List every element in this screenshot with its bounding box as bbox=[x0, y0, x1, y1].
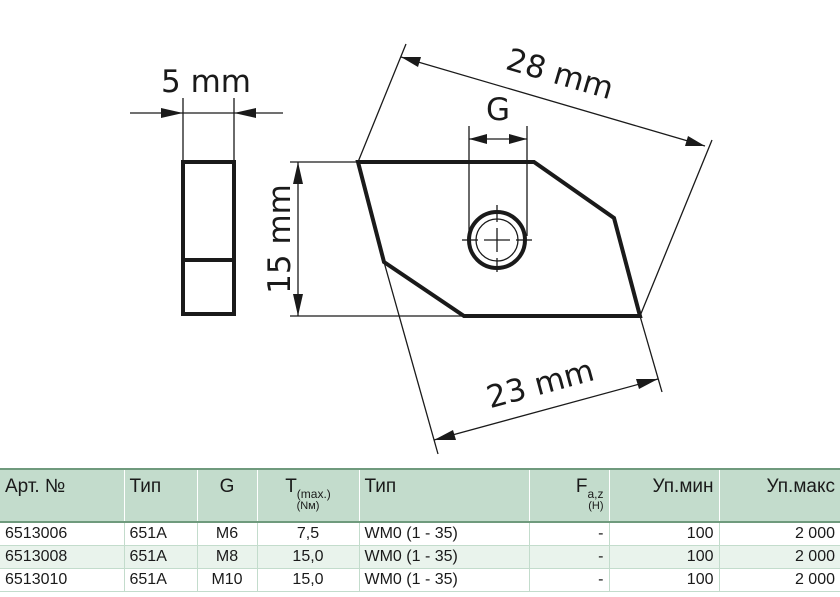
arrow-head bbox=[636, 379, 658, 389]
header-torque: T(max.) (Nм) bbox=[256, 468, 359, 523]
cell-max: 2 000 bbox=[718, 568, 840, 592]
width-dimension: 5 mm bbox=[130, 64, 283, 160]
table-row: 6513008 651A M8 15,0 WM0 (1 - 35) - 100 … bbox=[0, 545, 840, 569]
cell-g: M8 bbox=[196, 545, 257, 569]
header-force-symbol: F bbox=[575, 476, 588, 497]
diagonal-dimension-label: 28 mm bbox=[502, 42, 617, 107]
table-header-row: Арт. № Тип G T(max.) (Nм) Тип Fa,z (H) У… bbox=[0, 468, 840, 523]
width-dimension-label: 5 mm bbox=[161, 64, 251, 100]
table-row: 6513010 651A M10 15,0 WM0 (1 - 35) - 100… bbox=[0, 568, 840, 592]
insert-outline bbox=[355, 160, 643, 318]
side-view-outline bbox=[181, 160, 236, 316]
thread-dimension: G bbox=[468, 92, 528, 236]
header-tip: Тип bbox=[358, 468, 529, 523]
height-dimension: 15 mm bbox=[262, 161, 462, 317]
header-force-unit: (H) bbox=[588, 500, 604, 512]
cell-max: 2 000 bbox=[718, 545, 840, 569]
cell-art: 6513008 bbox=[0, 545, 124, 569]
cell-art: 6513006 bbox=[0, 522, 124, 546]
thread-dimension-label: G bbox=[486, 92, 510, 128]
cell-min: 100 bbox=[608, 522, 719, 546]
insert-front-view bbox=[355, 160, 643, 318]
cell-torque: 15,0 bbox=[256, 568, 359, 592]
cell-type: 651A bbox=[123, 522, 197, 546]
cell-type: 651A bbox=[123, 568, 197, 592]
cell-force: - bbox=[528, 545, 609, 569]
arrow-head bbox=[685, 136, 705, 146]
cell-force: - bbox=[528, 568, 609, 592]
cell-g: M6 bbox=[196, 522, 257, 546]
cell-art: 6513010 bbox=[0, 568, 124, 592]
cell-torque: 15,0 bbox=[256, 545, 359, 569]
arrow-head bbox=[161, 108, 183, 118]
header-g: G bbox=[196, 468, 257, 523]
arrow-head bbox=[234, 108, 256, 118]
cell-max: 2 000 bbox=[718, 522, 840, 546]
arrow-head bbox=[434, 430, 456, 440]
technical-drawing: 5 mm 15 mm G 28 mm bbox=[130, 42, 713, 455]
table-row: 6513006 651A M6 7,5 WM0 (1 - 35) - 100 2… bbox=[0, 522, 840, 546]
diagonal-dimension: 28 mm bbox=[357, 42, 713, 317]
cell-min: 100 bbox=[608, 545, 719, 569]
header-torque-sub: (max.) bbox=[296, 487, 331, 501]
header-force-sub: a,z bbox=[587, 487, 604, 501]
arrow-head bbox=[469, 134, 487, 144]
cell-tip: WM0 (1 - 35) bbox=[358, 522, 529, 546]
header-force: Fa,z (H) bbox=[528, 468, 609, 523]
cell-torque: 7,5 bbox=[256, 522, 359, 546]
header-torque-symbol: T bbox=[285, 476, 297, 497]
arrow-head bbox=[401, 57, 421, 67]
side-view bbox=[181, 160, 236, 316]
height-dimension-label: 15 mm bbox=[262, 184, 298, 294]
cell-tip: WM0 (1 - 35) bbox=[358, 568, 529, 592]
arrow-head bbox=[293, 294, 303, 316]
bottom-dimension-label: 23 mm bbox=[483, 353, 598, 417]
header-type: Тип bbox=[123, 468, 197, 523]
cell-min: 100 bbox=[608, 568, 719, 592]
cell-force: - bbox=[528, 522, 609, 546]
cell-g: M10 bbox=[196, 568, 257, 592]
header-torque-unit: (Nм) bbox=[296, 500, 320, 512]
cell-type: 651A bbox=[123, 545, 197, 569]
arrow-head bbox=[509, 134, 527, 144]
spec-table: Арт. № Тип G T(max.) (Nм) Тип Fa,z (H) У… bbox=[0, 468, 840, 592]
header-min: Уп.мин bbox=[608, 468, 719, 523]
cell-tip: WM0 (1 - 35) bbox=[358, 545, 529, 569]
header-art: Арт. № bbox=[0, 468, 124, 523]
arrow-head bbox=[293, 162, 303, 184]
header-max: Уп.макс bbox=[718, 468, 840, 523]
